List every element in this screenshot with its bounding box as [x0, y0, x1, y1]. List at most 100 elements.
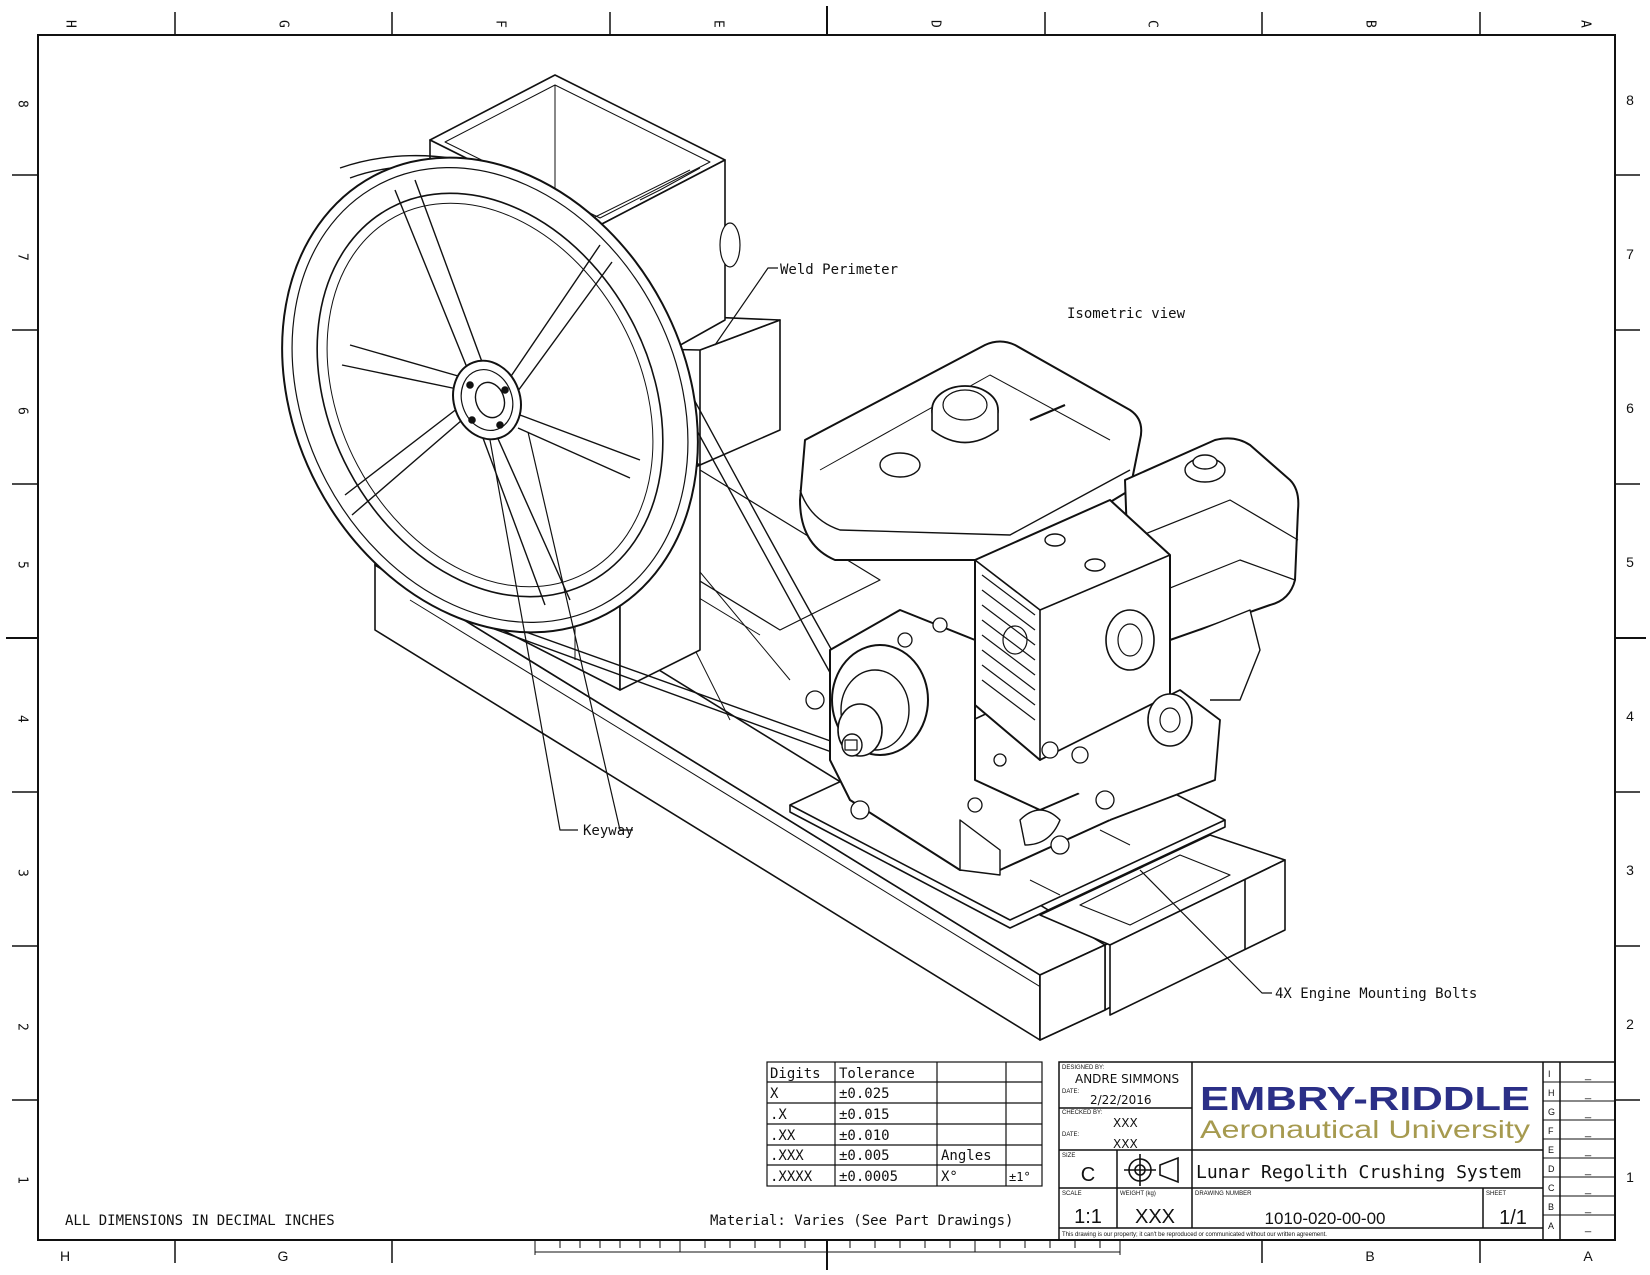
checked-by-label: CHECKED BY: [1062, 1110, 1103, 1116]
zone-label: B [1365, 1248, 1374, 1264]
left-row-labels: 8 7 6 5 4 3 2 1 [15, 100, 30, 1184]
tol-value: ±0.0005 [839, 1169, 898, 1185]
date2-label: DATE: [1062, 1132, 1080, 1138]
zone-label: F [493, 20, 508, 28]
right-row-labels: 8 7 6 5 4 3 2 1 [1626, 92, 1634, 1185]
callouts: Isometric view Weld Perimeter Keyway 4X … [583, 262, 1477, 1002]
row-label: 7 [15, 253, 30, 261]
rev-letter: B [1548, 1202, 1554, 1212]
callout-keyway: Keyway [583, 823, 634, 839]
tol-digit: .XXX [770, 1148, 804, 1164]
tol-angle-value: ±1° [1009, 1170, 1031, 1184]
zone-label: B [1363, 20, 1378, 28]
rev-dash: _ [1584, 1088, 1592, 1100]
tol-header-digits: Digits [770, 1066, 821, 1082]
zone-label: A [1578, 20, 1593, 28]
zone-label: E [711, 20, 726, 28]
size-label: SIZE [1062, 1153, 1075, 1159]
rev-dash: _ [1584, 1202, 1592, 1214]
tol-angles-label: Angles [941, 1148, 992, 1164]
tol-digit: X [770, 1086, 779, 1102]
rev-letter: G [1548, 1107, 1555, 1117]
zone-label: G [276, 20, 291, 28]
rev-letter: E [1548, 1145, 1554, 1155]
row-label: 4 [15, 715, 30, 723]
flywheel [281, 156, 699, 634]
row-label: 1 [15, 1176, 30, 1184]
rev-letter: H [1548, 1088, 1555, 1098]
design-date: 2/22/2016 [1090, 1093, 1152, 1107]
drawing-title: Lunar Regolith Crushing System [1196, 1162, 1521, 1183]
rev-dash: _ [1584, 1164, 1592, 1176]
tol-digit: .XXXX [770, 1169, 813, 1185]
sheet-notes: ALL DIMENSIONS IN DECIMAL INCHES Materia… [65, 1213, 1013, 1229]
drawing-frame [6, 6, 1646, 1270]
rev-letter: A [1548, 1221, 1554, 1231]
tol-value: ±0.025 [839, 1086, 890, 1102]
row-label: 1 [1626, 1169, 1634, 1185]
row-label: 8 [1626, 92, 1634, 108]
tol-value: ±0.015 [839, 1107, 890, 1123]
rev-dash: _ [1584, 1221, 1592, 1233]
row-label: 2 [1626, 1016, 1634, 1032]
row-label: 6 [15, 407, 30, 415]
tol-value: ±0.010 [839, 1128, 890, 1144]
top-zone-labels: H G F E D C B A [63, 20, 1593, 28]
third-angle-projection-icon [1124, 1154, 1179, 1186]
scale-label: SCALE [1062, 1191, 1082, 1197]
logo-subline: Aeronautical University [1200, 1116, 1531, 1144]
drawing-number-label: DRAWING NUMBER [1195, 1191, 1252, 1197]
logo-wordmark: EMBRY-RIDDLE [1200, 1080, 1530, 1117]
cooling-fins [981, 574, 1036, 721]
university-logo: EMBRY-RIDDLE Aeronautical University [1200, 1080, 1531, 1144]
rev-dash: _ [1584, 1145, 1592, 1157]
row-label: 6 [1626, 400, 1634, 416]
tol-digit: .X [770, 1107, 787, 1123]
sheet-label: SHEET [1486, 1191, 1506, 1197]
check-date: XXX [1113, 1137, 1138, 1151]
gas-engine [799, 340, 1300, 876]
dimensions-note: ALL DIMENSIONS IN DECIMAL INCHES [65, 1213, 335, 1229]
row-label: 2 [15, 1023, 30, 1031]
material-note: Material: Varies (See Part Drawings) [710, 1213, 1013, 1229]
checked-by: XXX [1113, 1116, 1138, 1130]
isometric-assembly [281, 74, 1300, 1041]
tol-angle-digit: X° [941, 1169, 958, 1185]
zone-label: H [60, 1248, 70, 1264]
engine-bolts [805, 617, 1115, 855]
zone-label: A [1583, 1248, 1593, 1264]
tolerance-table: Digits Tolerance X ±0.025 .X ±0.015 .XX … [766, 1061, 1043, 1187]
zone-label: H [63, 20, 78, 28]
row-label: 7 [1626, 246, 1634, 262]
row-label: 3 [1626, 862, 1634, 878]
title-block: I H G F E D C B A _ _ _ _ _ _ _ _ _ DESI… [1058, 1061, 1616, 1241]
zone-label: D [928, 20, 943, 28]
leader-lines [489, 267, 1272, 994]
callout-weld-perimeter: Weld Perimeter [780, 262, 898, 278]
rev-dash: _ [1584, 1183, 1592, 1195]
zone-label: C [1145, 20, 1160, 28]
row-label: 3 [15, 869, 30, 877]
drawing-number: 1010-020-00-00 [1265, 1209, 1386, 1228]
row-label: 4 [1626, 708, 1634, 724]
rev-dash: _ [1584, 1069, 1592, 1081]
date-label: DATE: [1062, 1089, 1080, 1095]
sheet-size: C [1081, 1164, 1095, 1186]
tol-header-tolerance: Tolerance [839, 1066, 915, 1082]
view-title: Isometric view [1067, 306, 1186, 322]
sheet-number: 1/1 [1499, 1207, 1527, 1229]
weight-value: XXX [1135, 1206, 1175, 1228]
row-label: 5 [15, 561, 30, 569]
bottom-zone-labels: H G B A [60, 1248, 1593, 1264]
scale-value: 1:1 [1074, 1206, 1102, 1228]
rev-letter: D [1548, 1164, 1555, 1174]
rev-letter: I [1548, 1069, 1551, 1079]
zone-label: G [278, 1248, 289, 1264]
row-label: 8 [15, 100, 30, 108]
designed-by: ANDRE SIMMONS [1075, 1072, 1179, 1086]
scale-ruler [534, 1239, 1121, 1255]
row-label: 5 [1626, 554, 1634, 570]
rev-dash: _ [1584, 1107, 1592, 1119]
property-note: This drawing is our property; it can't b… [1062, 1232, 1327, 1238]
